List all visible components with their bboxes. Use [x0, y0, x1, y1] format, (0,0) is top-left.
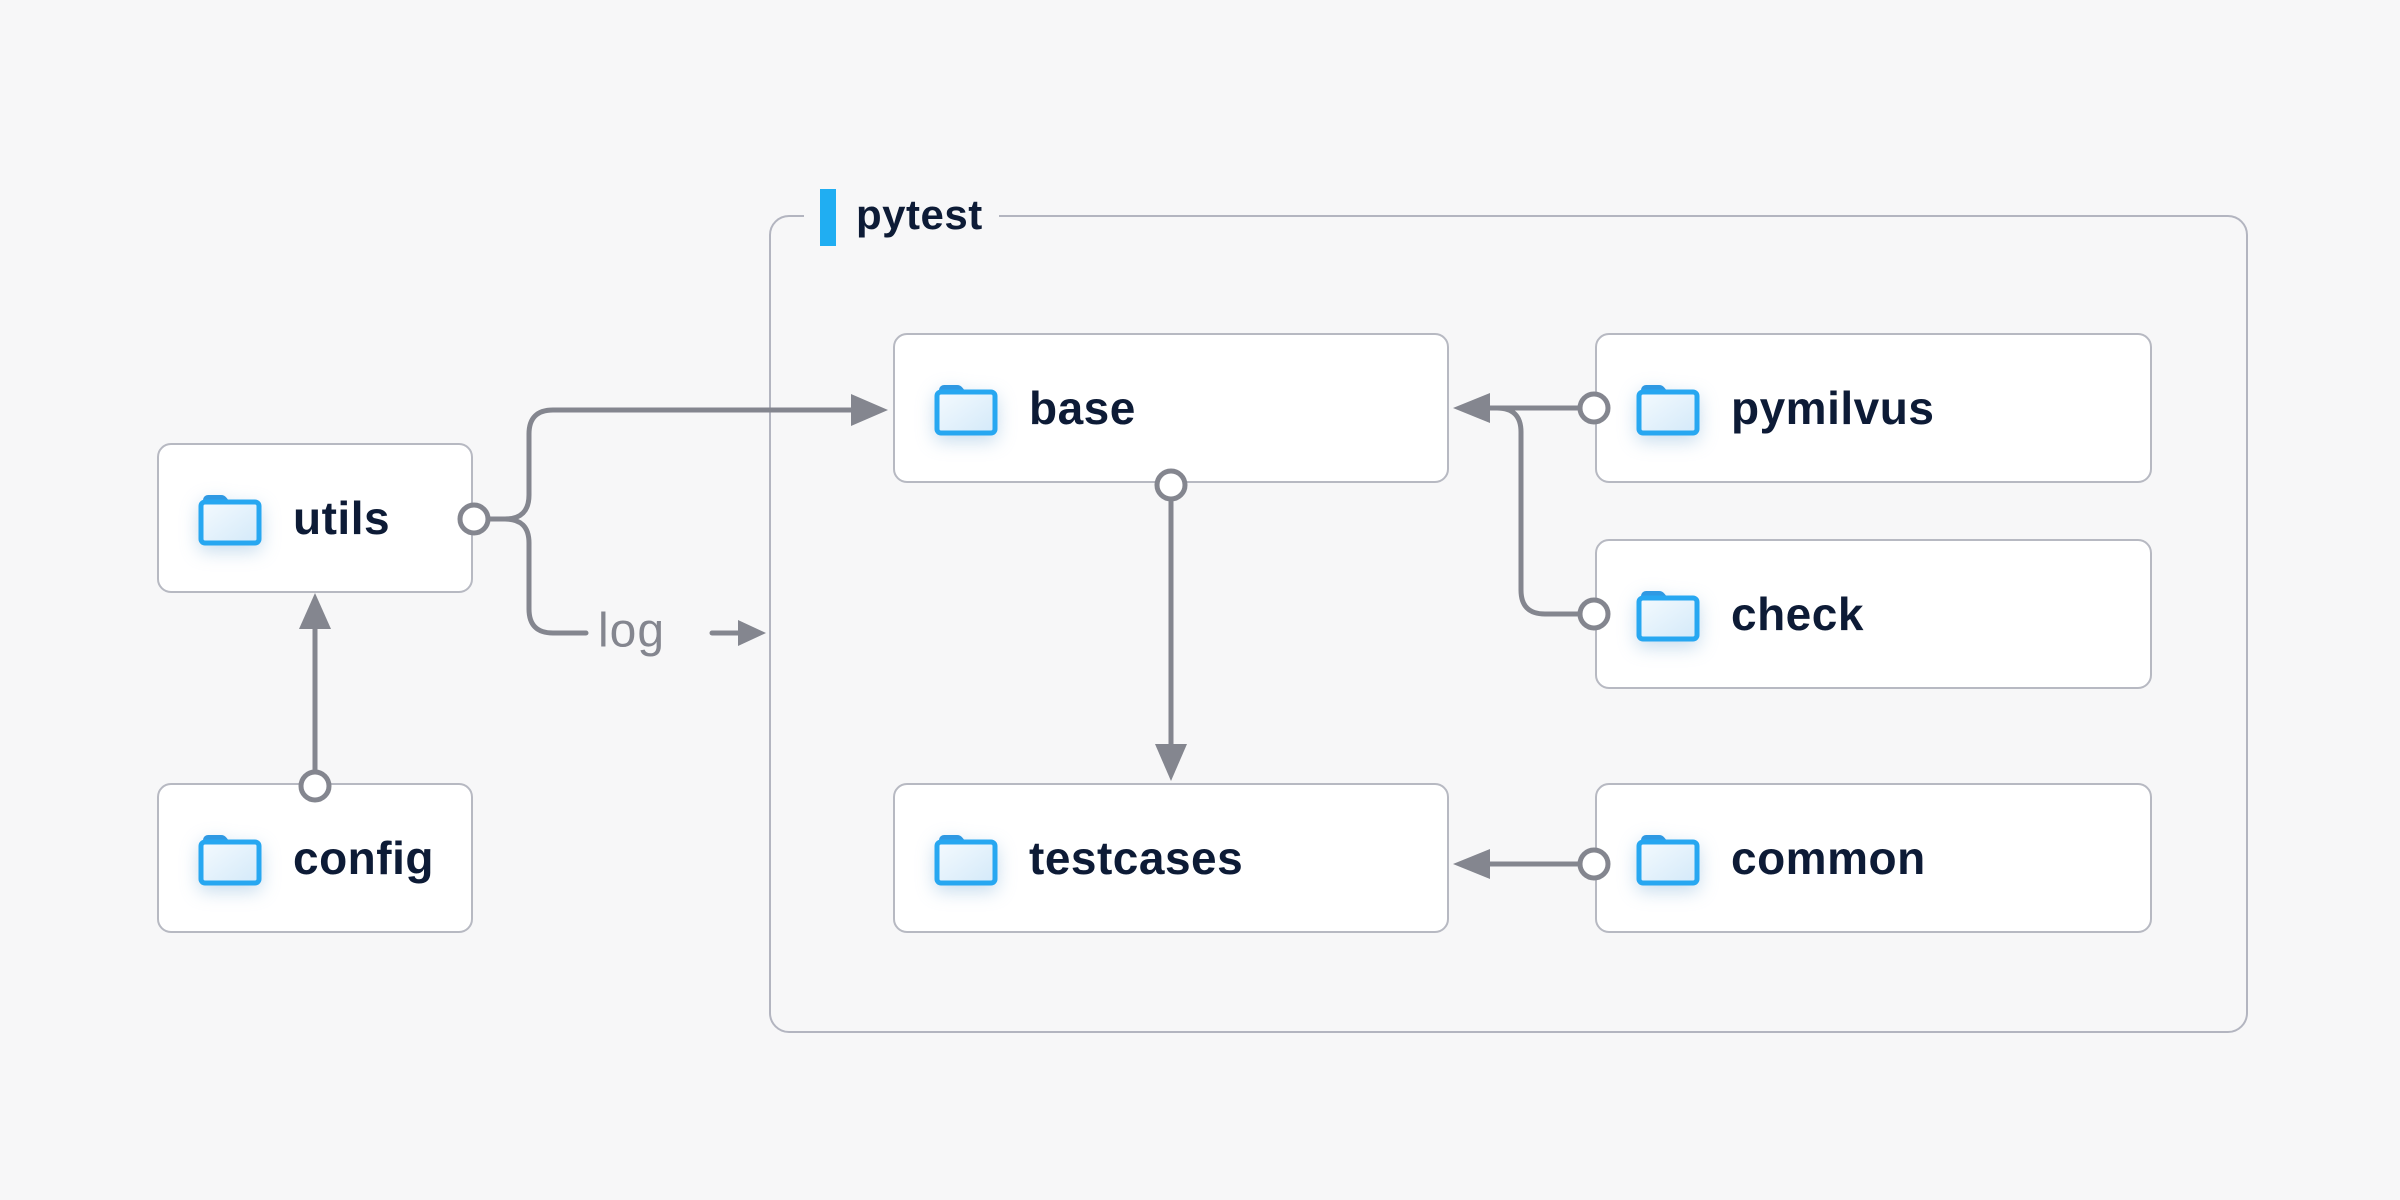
node-testcases: testcases: [893, 783, 1449, 933]
folder-icon: [934, 835, 998, 886]
node-label: config: [293, 832, 434, 884]
edge-config-utils: [298, 593, 332, 803]
folder-icon: [1636, 385, 1700, 436]
node-config: config: [157, 783, 473, 933]
pytest-group-label: pytest: [804, 185, 999, 249]
folder-icon: [1636, 591, 1700, 642]
edge-label-log: log: [598, 604, 666, 658]
node-check: check: [1595, 539, 2152, 689]
node-label: utils: [293, 492, 391, 544]
node-label: testcases: [1029, 832, 1244, 884]
folder-icon: [198, 495, 262, 546]
node-base: base: [893, 333, 1449, 483]
folder-icon: [1636, 835, 1700, 886]
node-label: common: [1731, 832, 1926, 884]
node-common: common: [1595, 783, 2152, 933]
folder-icon: [198, 835, 262, 886]
node-label: pymilvus: [1731, 382, 1935, 434]
accent-bar: [820, 188, 836, 246]
node-pymilvus: pymilvus: [1595, 333, 2152, 483]
folder-icon: [934, 385, 998, 436]
node-label: check: [1731, 588, 1864, 640]
pytest-group-container: [769, 215, 2248, 1033]
pytest-group-title: pytest: [856, 191, 983, 238]
node-label: base: [1029, 382, 1136, 434]
node-utils: utils: [157, 443, 473, 593]
